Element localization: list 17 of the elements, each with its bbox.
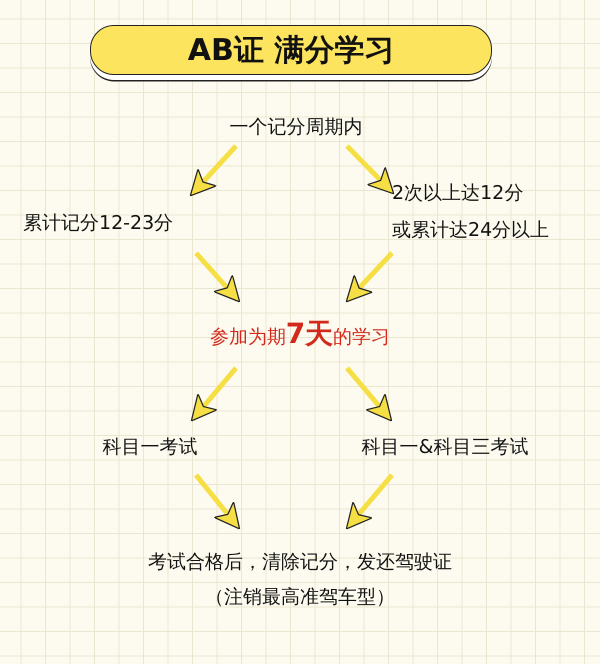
arrow: [190, 366, 238, 422]
arrow: [346, 473, 394, 530]
arrow: [194, 473, 240, 530]
exam-text: 科目一&科目三考试: [362, 436, 528, 458]
condition-text: 累计记分12-23分: [23, 213, 174, 234]
arrow: [345, 366, 392, 422]
exam-text: 科目一考试: [102, 436, 198, 458]
step-text: 一个记分周期内: [230, 116, 362, 138]
condition-text: 2次以上达12分: [392, 182, 524, 204]
result-text: 考试合格后，清除记分，发还驾驶证: [148, 552, 452, 572]
arrow: [190, 144, 238, 196]
arrow: [194, 251, 240, 302]
study-text: 参加为期7天的学习: [210, 318, 390, 350]
condition-text: 或累计达24分以上: [392, 220, 550, 240]
note-text: （注销最高准驾车型）: [205, 586, 395, 608]
arrow: [345, 144, 394, 194]
arrow: [346, 251, 394, 302]
